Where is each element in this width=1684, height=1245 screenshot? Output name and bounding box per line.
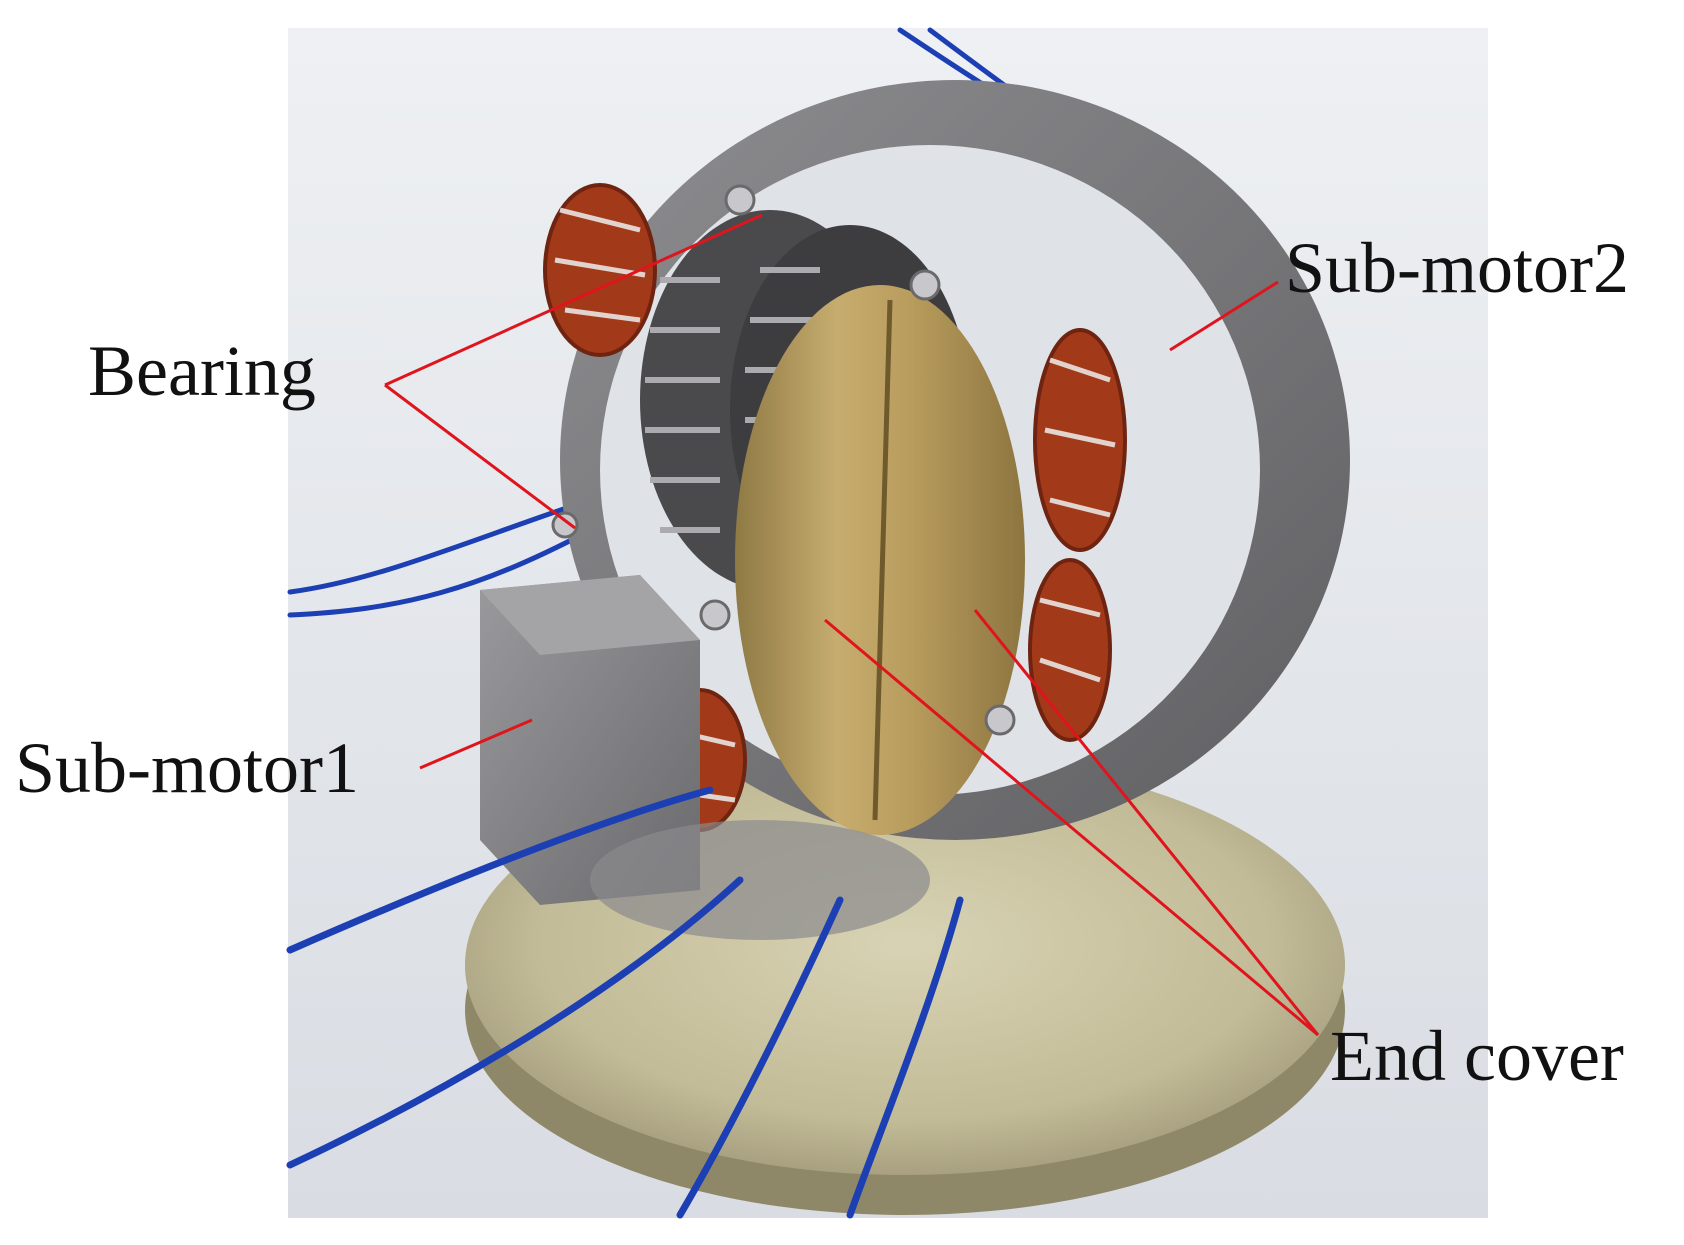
wires-front bbox=[286, 786, 964, 1219]
label-sub-motor-1: Sub-motor1 bbox=[15, 728, 360, 808]
leader-end-cover-left bbox=[824, 618, 1319, 1037]
leader-lines bbox=[384, 213, 1320, 1037]
leader-sub-motor-1 bbox=[419, 718, 533, 770]
leader-sub-motor-2 bbox=[1169, 280, 1279, 352]
leader-bearing-lower bbox=[384, 383, 576, 530]
leader-end-cover-right bbox=[973, 609, 1320, 1036]
label-sub-motor-2: Sub-motor2 bbox=[1285, 228, 1630, 308]
end-cover bbox=[735, 285, 1025, 835]
label-end-cover: End cover bbox=[1330, 1016, 1624, 1096]
leader-bearing-upper bbox=[384, 213, 763, 387]
bolts bbox=[551, 184, 1016, 736]
sub-motor-1-block bbox=[480, 575, 930, 940]
label-bearing: Bearing bbox=[88, 331, 316, 411]
